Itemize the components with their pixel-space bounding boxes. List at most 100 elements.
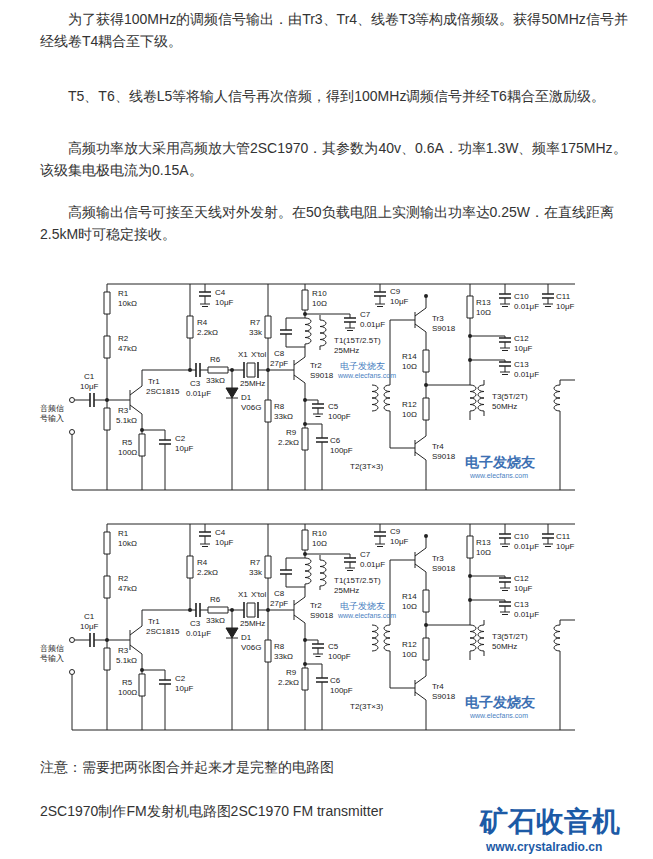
- component-label: D1: [241, 393, 251, 402]
- component-label: T1(15T/2.5T): [334, 336, 381, 345]
- component-label: R1: [118, 289, 128, 298]
- text-holder: C10: [514, 532, 529, 541]
- component-label: T2(3T×3): [350, 702, 383, 711]
- component-label: Tr1: [148, 377, 160, 386]
- component-label: C1: [84, 612, 94, 621]
- component-label: 10kΩ: [118, 299, 137, 308]
- text-holder: 音频信号输入: [40, 404, 66, 424]
- component-label: 10μF: [390, 297, 408, 306]
- component-label: Tr2: [310, 361, 322, 370]
- text-holder: T1(15T/2.5T): [334, 576, 381, 585]
- component-label: 10μF: [215, 298, 233, 307]
- text-holder: R1: [118, 529, 128, 538]
- component-label: C11: [556, 532, 570, 541]
- text-holder: C5: [328, 402, 338, 411]
- component-label: R12: [402, 640, 417, 649]
- component-label: 0.01μF: [360, 320, 385, 329]
- component-label: 0.01μF: [186, 389, 211, 398]
- text-holder: 33kΩ: [206, 616, 225, 625]
- component-label: C3: [190, 379, 200, 388]
- component-label: 100pF: [328, 652, 351, 661]
- component-label: 33kΩ: [274, 412, 293, 421]
- text-holder: 注意：需要把两张图合并起来才是完整的电路图: [40, 757, 334, 777]
- caption-holder: 2SC1970制作FM发射机电路图2SC1970 FM transmitter: [40, 801, 383, 821]
- text-holder: 25MHz: [334, 346, 359, 355]
- component-label: 10μF: [80, 382, 98, 391]
- component-label: 10μF: [514, 584, 532, 593]
- component-label: Tr1: [148, 617, 160, 626]
- component-label: C5: [328, 402, 338, 411]
- text-holder: Tr3: [432, 554, 444, 563]
- text-holder: R12: [402, 400, 417, 409]
- schematic-part-two: [70, 524, 576, 730]
- component-label: R4: [197, 558, 207, 567]
- text-holder: 0.01μF: [514, 302, 539, 311]
- text-holder: C13: [514, 600, 529, 609]
- component-label: R12: [402, 400, 417, 409]
- component-label: R7: [250, 558, 260, 567]
- component-label: D1: [241, 633, 251, 642]
- component-label: X1: [238, 350, 248, 359]
- text-holder: C12: [514, 574, 529, 583]
- text-holder: 0.01μF: [186, 629, 211, 638]
- text-holder: 33kΩ: [206, 376, 225, 385]
- component-label: 25MHz: [334, 586, 359, 595]
- watermark: 电子发烧友: [340, 601, 385, 611]
- text-holder: 2.2kΩ: [197, 568, 218, 577]
- component-label: R8: [274, 402, 284, 411]
- text-holder: 10Ω: [476, 308, 491, 317]
- text-holder: 100pF: [328, 652, 351, 661]
- component-label: 47kΩ: [118, 344, 137, 353]
- text-holder: 电子发烧友: [465, 454, 535, 470]
- text-holder: C10: [514, 292, 529, 301]
- component-label: 47kΩ: [118, 584, 137, 593]
- text-holder: 10Ω: [402, 650, 417, 659]
- text-holder: 10Ω: [476, 548, 491, 557]
- text-holder: 5.1kΩ: [116, 656, 137, 665]
- text-holder: C11: [556, 532, 570, 541]
- text-holder: 100Ω: [118, 448, 137, 457]
- text-holder: R8: [274, 402, 284, 411]
- text-holder: T5、T6、线卷L5等将输人信号再次倍频，得到100MHz调频信号并经T6耦合至…: [40, 85, 640, 107]
- component-label: X'tol: [251, 590, 266, 599]
- component-label: R1: [118, 529, 128, 538]
- article-paragraph: 为了获得100MHz的调频信号输出．由Tr3、Tr4、线卷T3等构成倍频级。获得…: [40, 8, 640, 52]
- component-label: 27pF: [270, 599, 288, 608]
- text-holder: C13: [514, 360, 529, 369]
- component-label: C2: [175, 674, 185, 683]
- component-label: 10Ω: [402, 410, 417, 419]
- component-label: S9018: [432, 692, 455, 701]
- text-holder: 33kΩ: [274, 652, 293, 661]
- text-holder: 为了获得100MHz的调频信号输出．由Tr3、Tr4、线卷T3等构成倍频级。获得…: [40, 8, 640, 52]
- text-holder: Tr4: [432, 442, 444, 451]
- component-label: R6: [210, 595, 220, 604]
- component-label: 10μF: [80, 622, 98, 631]
- text-holder: 10kΩ: [118, 539, 137, 548]
- site-url: www.crystalradio.cn: [486, 840, 602, 854]
- text-holder: 0.01μF: [360, 560, 385, 569]
- component-label: 50MHz: [492, 642, 517, 651]
- component-label: T2(3T×3): [350, 462, 383, 471]
- text-holder: S9018: [432, 564, 455, 573]
- text-holder: Tr1: [148, 617, 160, 626]
- text-holder: C1: [84, 612, 94, 621]
- component-label: 5.1kΩ: [116, 416, 137, 425]
- component-label: 25MHz: [240, 619, 265, 628]
- text-holder: R13: [476, 538, 491, 547]
- text-holder: R5: [122, 678, 132, 687]
- component-label: R9: [286, 428, 296, 437]
- text-holder: R3: [118, 406, 128, 415]
- component-label: C1: [84, 372, 94, 381]
- component-label: C5: [328, 642, 338, 651]
- component-label: 10Ω: [476, 548, 491, 557]
- text-holder: D1: [241, 393, 251, 402]
- text-holder: C7: [360, 550, 370, 559]
- component-label: R3: [118, 406, 128, 415]
- text-holder: C1: [84, 372, 94, 381]
- text-holder: 100pF: [330, 686, 353, 695]
- text-holder: R14: [402, 352, 417, 361]
- component-label: C12: [514, 574, 529, 583]
- component-label: R3: [118, 646, 128, 655]
- component-label: 5.1kΩ: [116, 656, 137, 665]
